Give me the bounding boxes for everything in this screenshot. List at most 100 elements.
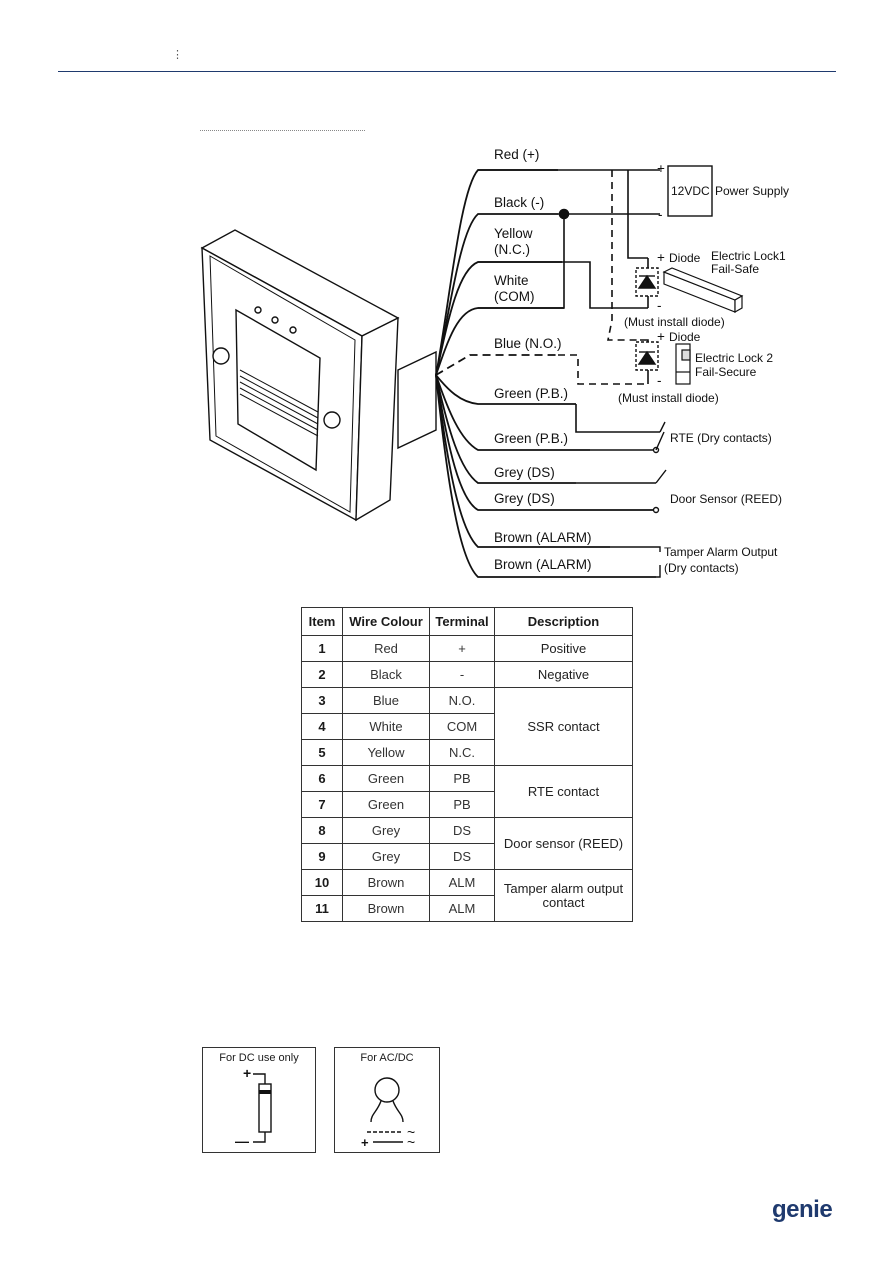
cell-description: Positive <box>494 635 633 662</box>
table-row: 5 Yellow N.C. <box>301 739 633 766</box>
label-grey-1: Grey (DS) <box>494 465 555 480</box>
table-row: 7 Green PB <box>301 791 633 818</box>
desc-line-1: Tamper alarm output <box>503 880 624 896</box>
power-supply-box <box>667 165 713 217</box>
diode1-label: Diode <box>669 251 701 265</box>
cell-terminal: DS <box>429 843 495 870</box>
tamper-label-2: (Dry contacts) <box>664 561 739 575</box>
header-description: Description <box>494 607 633 636</box>
table-row: 11 Brown ALM <box>301 895 633 922</box>
cell-item: 10 <box>301 869 343 896</box>
power-circuit <box>478 169 660 451</box>
cell-terminal: PB <box>429 765 495 792</box>
door-sensor-switch <box>576 469 667 514</box>
table-row: 6 Green PB RTE contact <box>301 765 633 818</box>
cell-terminal: N.O. <box>429 687 495 714</box>
wire-bundle <box>435 169 656 578</box>
dc-diode-box: For DC use only + — <box>202 1047 316 1153</box>
header-mark: ⋮ <box>172 49 183 61</box>
dc-box-title: For DC use only <box>219 1052 299 1064</box>
tamper-output <box>610 546 661 578</box>
rte-switch <box>652 421 666 454</box>
diode2-label: Diode <box>669 330 701 344</box>
must-install-1: (Must install diode) <box>624 315 725 329</box>
section-rule <box>200 130 365 131</box>
cell-description: SSR contact <box>494 687 633 766</box>
cell-terminal: COM <box>429 713 495 740</box>
supply-plus: + <box>657 161 665 176</box>
cell-colour: Yellow <box>342 739 430 766</box>
cell-item: 1 <box>301 635 343 662</box>
label-yellow-1: Yellow <box>494 226 533 241</box>
header-rule <box>58 71 836 72</box>
ac-tilde-2: ~ <box>407 1134 415 1150</box>
cell-description: RTE contact <box>494 765 633 818</box>
header-terminal: Terminal <box>429 607 495 636</box>
table-row: 3 Blue N.O. SSR contact <box>301 687 633 766</box>
label-brown-1: Brown (ALARM) <box>494 530 592 545</box>
cell-colour: Grey <box>342 843 430 870</box>
genie-logo: genie <box>772 1196 833 1223</box>
cell-colour: Brown <box>342 895 430 922</box>
cell-terminal: ALM <box>429 869 495 896</box>
varistor-icon: ~ + ~ <box>361 1077 415 1150</box>
label-black: Black (-) <box>494 195 544 210</box>
label-yellow-2: (N.C.) <box>494 242 530 257</box>
supply-minus: - <box>658 207 663 222</box>
reader-device <box>200 229 437 522</box>
cell-colour: Green <box>342 791 430 818</box>
dc-plus: + <box>243 1065 251 1081</box>
desc-line-2: contact <box>542 894 585 910</box>
tamper-label-1: Tamper Alarm Output <box>664 545 778 559</box>
supply-box-label: 12VDC <box>671 184 710 198</box>
label-white-1: White <box>494 273 529 288</box>
dc-diode-icon: + — <box>235 1065 272 1149</box>
dc-minus: — <box>235 1133 249 1149</box>
acdc-varistor-box: For AC/DC ~ + ~ <box>334 1047 440 1153</box>
must-install-2: (Must install diode) <box>618 391 719 405</box>
header-colour: Wire Colour <box>342 607 430 636</box>
wiring-diagram: Red (+) Black (-) Yellow (N.C.) White (C… <box>200 147 789 578</box>
diode2-plus: + <box>657 329 665 344</box>
cell-item: 7 <box>301 791 343 818</box>
cell-colour: Grey <box>342 817 430 844</box>
cell-terminal: + <box>429 635 495 662</box>
supply-label: Power Supply <box>715 184 789 198</box>
cell-item: 2 <box>301 661 343 688</box>
label-blue: Blue (N.O.) <box>494 336 562 351</box>
lock2-label-2: Fail-Secure <box>695 365 757 379</box>
cell-colour: Black <box>342 661 430 688</box>
ac-plus: + <box>361 1135 369 1150</box>
cell-terminal: ALM <box>429 895 495 922</box>
diode2-minus: - <box>657 373 662 388</box>
ac-box-title: For AC/DC <box>360 1052 414 1064</box>
diode1-plus: + <box>657 250 665 265</box>
cell-item: 8 <box>301 817 343 844</box>
ac-tilde-1: ~ <box>407 1124 415 1140</box>
label-white-2: (COM) <box>494 289 535 304</box>
door-sensor-label: Door Sensor (REED) <box>670 492 782 506</box>
label-green-1: Green (P.B.) <box>494 386 568 401</box>
cell-colour: Blue <box>342 687 430 714</box>
label-green-2: Green (P.B.) <box>494 431 568 446</box>
header-item: Item <box>301 607 343 636</box>
cell-item: 6 <box>301 765 343 792</box>
cell-description: Door sensor (REED) <box>494 817 633 870</box>
diode1-minus: - <box>657 298 662 313</box>
lock1-label-2: Fail-Safe <box>711 262 759 276</box>
label-red: Red (+) <box>494 147 539 162</box>
cell-terminal: N.C. <box>429 739 495 766</box>
table-row: 8 Grey DS Door sensor (REED) <box>301 817 633 870</box>
table-row: 10 Brown ALM Tamper alarm output contact <box>301 869 633 922</box>
cell-item: 3 <box>301 687 343 714</box>
cell-description: Tamper alarm output contact <box>494 869 633 922</box>
cell-terminal: DS <box>429 817 495 844</box>
cell-terminal: - <box>429 661 495 688</box>
rte-label: RTE (Dry contacts) <box>670 431 772 445</box>
cell-terminal: PB <box>429 791 495 818</box>
table-row: 9 Grey DS <box>301 843 633 870</box>
table-row: 1 Red + Positive <box>301 635 633 662</box>
cell-colour: Red <box>342 635 430 662</box>
label-brown-2: Brown (ALARM) <box>494 557 592 572</box>
cell-colour: Brown <box>342 869 430 896</box>
